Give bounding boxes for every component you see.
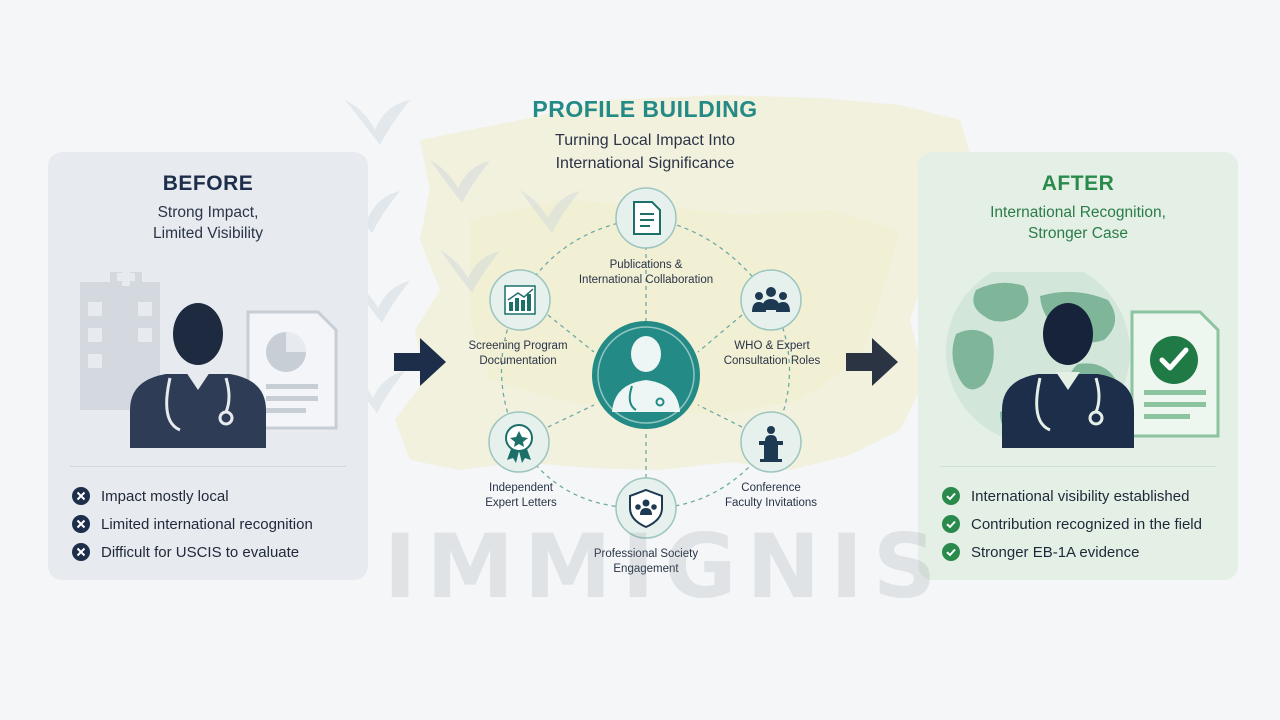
check-circle-icon [942, 543, 960, 561]
label-line: International Collaboration [578, 274, 714, 286]
award-badge-icon [505, 424, 533, 463]
node-letters [488, 411, 550, 473]
doctor-icon [130, 303, 266, 448]
x-circle-icon [72, 515, 90, 533]
center-title: PROFILE BUILDING [532, 96, 758, 122]
label-line: Independent [489, 482, 553, 494]
node-screening [489, 269, 551, 331]
bullet-text: Difficult for USCIS to evaluate [101, 543, 300, 561]
node-label-letters: Independent Expert Letters [436, 481, 606, 511]
label-line: Consultation Roles [723, 355, 821, 367]
center-subtitle: Turning Local Impact Into International … [440, 129, 850, 175]
before-subtitle-line: Strong Impact, [157, 204, 259, 221]
x-circle-icon [72, 543, 90, 561]
label-line: WHO & Expert [734, 340, 810, 352]
before-divider [70, 466, 346, 467]
after-subtitle-line: International Recognition, [990, 204, 1166, 221]
watermark: IMMIGNIS [383, 515, 947, 618]
bullet-text: Contribution recognized in the field [971, 515, 1202, 533]
label-line: Documentation [479, 355, 557, 367]
after-panel: AFTER International Recognition, Stronge… [918, 152, 1238, 580]
list-item: Impact mostly local [72, 482, 313, 510]
label-line: Conference [741, 482, 801, 494]
check-badge-icon [1150, 336, 1198, 384]
document-icon [633, 201, 661, 235]
bullet-text: International visibility established [971, 487, 1190, 505]
label-line: Engagement [613, 563, 679, 575]
node-publications [615, 187, 677, 249]
after-illustration [946, 272, 1220, 448]
node-society [615, 477, 677, 539]
node-label-conference: Conference Faculty Invitations [686, 481, 856, 511]
list-item: Stronger EB-1A evidence [942, 538, 1202, 566]
bar-chart-icon [504, 285, 536, 315]
bullet-text: Limited international recognition [101, 515, 313, 533]
list-item: Difficult for USCIS to evaluate [72, 538, 313, 566]
podium-icon [759, 426, 783, 462]
label-line: Faculty Invitations [724, 497, 818, 509]
arrow-right-icon [846, 338, 898, 386]
before-subtitle-line: Limited Visibility [153, 225, 263, 242]
node-who [740, 269, 802, 331]
shield-group-icon [629, 488, 663, 529]
before-title: BEFORE [162, 172, 254, 195]
before-subtitle: Strong Impact, Limited Visibility [48, 202, 368, 244]
list-item: Limited international recognition [72, 510, 313, 538]
bullet-text: Impact mostly local [101, 487, 229, 505]
arrow-right-icon [394, 338, 446, 386]
group-icon [752, 287, 790, 312]
label-line: Professional Society [593, 548, 699, 560]
before-illustration [80, 272, 338, 448]
node-label-who: WHO & Expert Consultation Roles [687, 339, 857, 369]
after-subtitle: International Recognition, Stronger Case [918, 202, 1238, 244]
node-conference [740, 411, 802, 473]
node-label-screening: Screening Program Documentation [433, 339, 603, 369]
center-subtitle-line: Turning Local Impact Into [555, 132, 735, 149]
label-line: Expert Letters [485, 497, 557, 509]
after-divider [940, 466, 1216, 467]
x-circle-icon [72, 487, 90, 505]
list-item: Contribution recognized in the field [942, 510, 1202, 538]
after-bullet-list: International visibility established Con… [942, 482, 1202, 566]
label-line: Screening Program [468, 340, 568, 352]
center-subtitle-line: International Significance [555, 155, 735, 172]
bullet-text: Stronger EB-1A evidence [971, 543, 1140, 561]
check-circle-icon [942, 487, 960, 505]
before-panel: BEFORE Strong Impact, Limited Visibility [48, 152, 368, 580]
node-label-society: Professional Society Engagement [561, 547, 731, 577]
label-line: Publications & [609, 259, 683, 271]
doctor-icon [1002, 303, 1134, 448]
check-circle-icon [942, 515, 960, 533]
doctor-avatar-icon [592, 321, 700, 429]
report-document-icon [246, 310, 338, 430]
list-item: International visibility established [942, 482, 1202, 510]
birds-decoration [340, 100, 580, 413]
node-label-publications: Publications & International Collaborati… [561, 258, 731, 288]
after-title: AFTER [1041, 172, 1115, 195]
after-subtitle-line: Stronger Case [1028, 225, 1128, 242]
before-bullet-list: Impact mostly local Limited internationa… [72, 482, 313, 566]
